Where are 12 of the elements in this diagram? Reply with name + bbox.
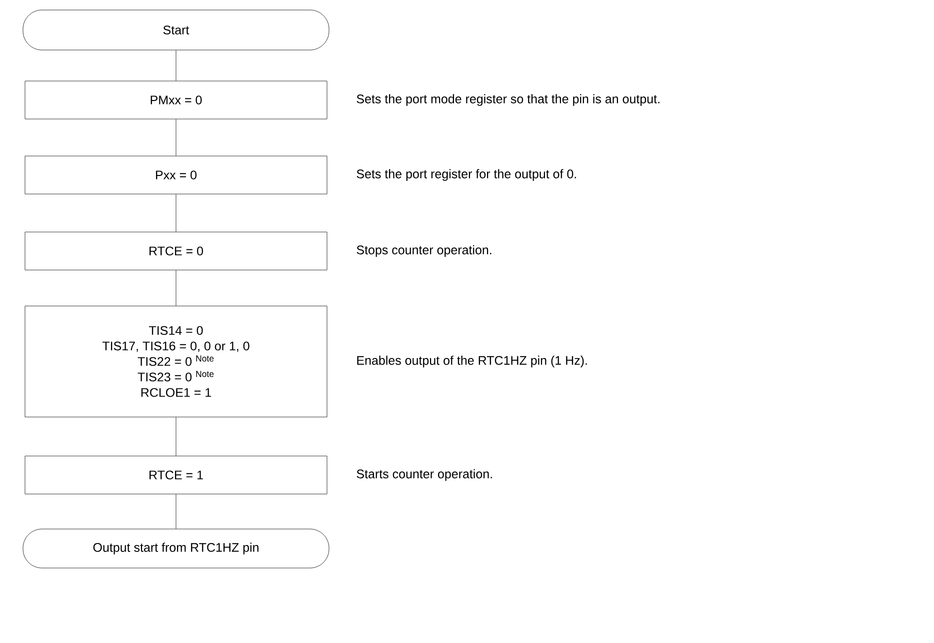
process-box: TIS14 = 0 TIS17, TIS16 = 0, 0 or 1, 0 TIS22 = 0 $^{Note}$ TIS23 = 0 $^{Note}$ RCLOE1 = 1 bbox=[24, 306, 328, 418]
terminal-box: Output start from RTC1HZ pin bbox=[22, 528, 330, 568]
description-text: Stops counter operation. bbox=[356, 245, 492, 257]
description-text: Sets the port mode register so that the pin is an output. bbox=[356, 94, 660, 106]
process-box: RTCE = 1 bbox=[24, 456, 328, 494]
description-text: Starts counter operation. bbox=[356, 469, 492, 481]
process-box: PMxx = 0 bbox=[24, 80, 328, 120]
process-box: RTCE = 0 bbox=[24, 232, 328, 270]
description-text: Enables output of the RTC1HZ pin (1 Hz). bbox=[357, 356, 587, 368]
process-box: Pxx = 0 bbox=[24, 156, 328, 194]
description-text: Sets the port register for the output of 0. bbox=[356, 169, 576, 181]
terminal-box: Start bbox=[22, 10, 330, 50]
